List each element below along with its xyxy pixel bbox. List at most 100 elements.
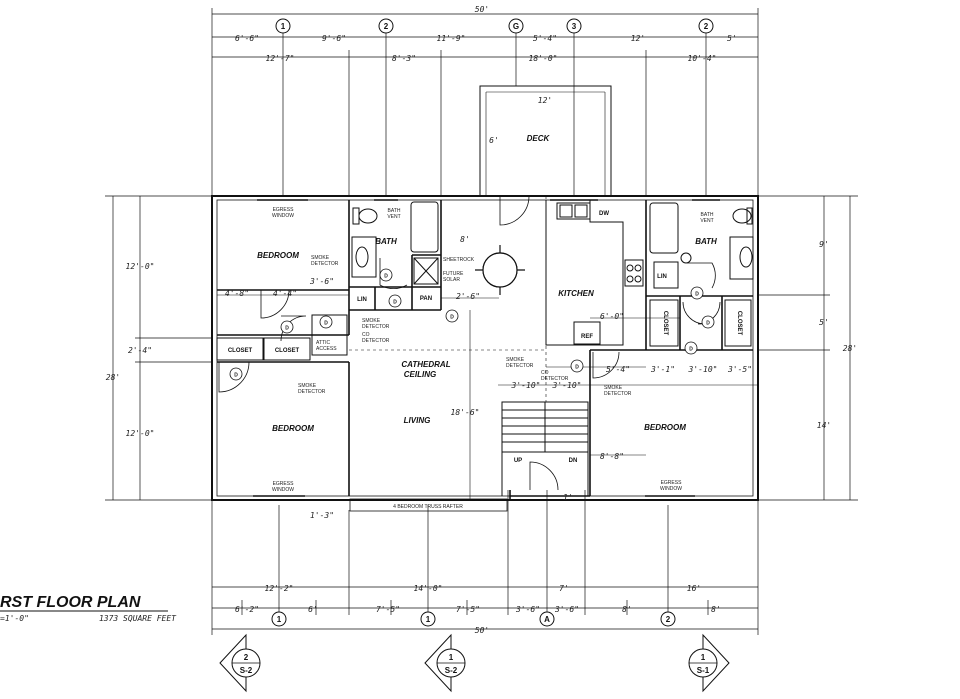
note-smoke: SMOKE	[311, 255, 330, 261]
door-tag: D	[445, 309, 459, 323]
dining-table	[475, 245, 525, 295]
dim-label: 28'	[106, 373, 120, 382]
bath-1-fixtures	[351, 201, 439, 285]
room-bath-2: BATH	[695, 237, 717, 246]
note-bath-vent: BATH	[388, 208, 401, 214]
svg-text:S-2: S-2	[240, 666, 253, 675]
door-tag: D	[379, 268, 393, 282]
note-smoke: SMOKE	[506, 357, 525, 363]
note-vent: VENT	[387, 214, 400, 220]
bottom-dimension-lines	[211, 490, 759, 635]
note-co: CO	[541, 370, 549, 376]
label-lin: LIN	[657, 274, 667, 280]
bottom-dims-row2: 6'-2" 6' 7'-5" 7'-5" 3'-6" 3'-6" 8' 8'	[235, 605, 721, 614]
top-dims-row2: 6'-6" 9'-6" 11'-9" 5'-4" 12' 5'	[235, 34, 737, 43]
overall-width-top: 50'	[475, 5, 489, 14]
svg-text:2: 2	[704, 22, 709, 31]
dim-label: 8'-8"	[600, 452, 624, 461]
svg-text:1: 1	[449, 653, 454, 662]
section-marker: 1S-2	[424, 633, 466, 693]
beam-box	[349, 498, 508, 512]
svg-text:D: D	[384, 274, 388, 280]
note-smoke: SMOKE	[362, 318, 381, 324]
section-markers: 2S-21S-21S-1	[219, 633, 730, 693]
dim-label: 8'	[622, 605, 632, 614]
interior-dims: 12' 6' 8' 3'-6" 4'-8" 4'-4" 2'-6" 6'-0" …	[225, 96, 752, 520]
dim-label: 6'-0"	[600, 312, 624, 321]
svg-text:1: 1	[701, 653, 706, 662]
interior-dim-lines	[217, 294, 758, 500]
svg-text:D: D	[706, 321, 710, 327]
svg-text:D: D	[285, 326, 289, 332]
note-bath-vent: BATH	[701, 212, 714, 218]
note-detector: DETECTOR	[311, 261, 339, 267]
svg-text:1: 1	[277, 615, 282, 624]
dim-label: 7'-5"	[456, 605, 480, 614]
grid-bubble: 3	[566, 18, 582, 34]
label-pan: PAN	[420, 296, 432, 302]
note-window: WINDOW	[272, 213, 294, 219]
dim-label: 6'	[308, 605, 318, 614]
door-tag: D	[388, 294, 402, 308]
note-egress: EGRESS	[273, 207, 295, 213]
svg-text:2: 2	[244, 653, 249, 662]
windows	[253, 195, 720, 501]
dim-label: 1'-3"	[310, 511, 334, 520]
section-marker: 2S-2	[219, 633, 261, 693]
dim-label: 12'	[538, 96, 552, 105]
drawing-area: 1373 SQUARE FEET	[99, 614, 177, 623]
label-closet: CLOSET	[736, 311, 742, 336]
label-cathedral: CATHEDRAL	[401, 360, 450, 369]
door-tag: D	[229, 367, 243, 381]
dim-label: 4'-4"	[273, 289, 297, 298]
svg-text:D: D	[450, 315, 454, 321]
note-access: ACCESS	[316, 346, 337, 352]
interior-walls	[217, 200, 753, 500]
dim-label: 3'-5"	[727, 365, 752, 374]
dim-label: 2'-6"	[456, 292, 480, 301]
dim-label: 3'-6"	[309, 277, 334, 286]
room-bath-1: BATH	[375, 237, 397, 246]
svg-text:A: A	[544, 615, 550, 624]
note-egress: EGRESS	[661, 480, 683, 486]
label-dw: DW	[599, 211, 609, 217]
note-egress: EGRESS	[273, 481, 295, 487]
note-attic: ATTIC	[316, 340, 330, 346]
dim-label: 14'	[817, 421, 831, 430]
dim-label: 5'-4"	[533, 34, 557, 43]
svg-text:D: D	[324, 321, 328, 327]
bath-2-fixtures	[649, 202, 754, 289]
room-kitchen: KITCHEN	[558, 289, 594, 298]
dim-label: 18'-6"	[451, 408, 480, 417]
dim-label: 18'-0"	[529, 54, 558, 63]
label-closet: CLOSET	[228, 348, 253, 354]
dim-label: 3'-10"	[511, 381, 541, 390]
dim-label: 12'-7"	[266, 54, 295, 63]
grid-bubble: 2	[698, 18, 714, 34]
note-detector: DETECTOR	[604, 391, 632, 397]
grid-bubble: 2	[660, 611, 676, 627]
note-window: WINDOW	[272, 487, 294, 493]
notes: EGRESS WINDOW EGRESS WINDOW EGRESS WINDO…	[272, 207, 714, 510]
label-closet: CLOSET	[662, 311, 668, 336]
door-tag: D	[280, 320, 294, 334]
room-bedroom-nw: BEDROOM	[257, 251, 299, 260]
dim-label: 5'-4"	[606, 365, 630, 374]
svg-text:S-1: S-1	[697, 666, 710, 675]
note-sheetrock: SHEETROCK	[443, 257, 475, 263]
dim-label: 6'	[489, 136, 499, 145]
svg-text:D: D	[575, 365, 579, 371]
dim-label: 10'-4"	[688, 54, 717, 63]
grid-bubble: A	[539, 611, 555, 627]
dim-label: 3'-6"	[554, 605, 579, 614]
dim-label: 8'	[460, 235, 470, 244]
svg-text:D: D	[695, 292, 699, 298]
svg-text:2: 2	[666, 615, 671, 624]
dim-label: 12'	[631, 34, 645, 43]
room-bedroom-sw: BEDROOM	[272, 424, 314, 433]
drawing-scale: =1'-0"	[0, 614, 29, 623]
dim-label: 9'	[819, 240, 829, 249]
svg-text:D: D	[689, 347, 693, 353]
